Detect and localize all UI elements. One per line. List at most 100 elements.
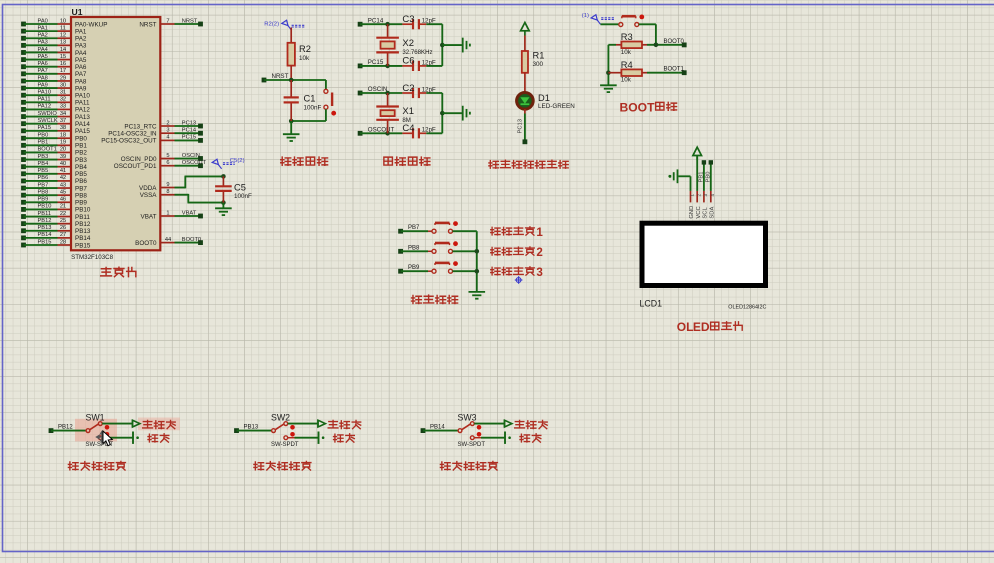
svg-text:38: 38 xyxy=(60,125,66,131)
svg-text:100nF: 100nF xyxy=(234,193,252,200)
svg-text:PB8: PB8 xyxy=(75,192,87,199)
svg-text:R2: R2 xyxy=(299,44,311,54)
svg-text:PB0: PB0 xyxy=(75,136,87,143)
svg-text:E: E xyxy=(693,320,701,334)
svg-text:25: 25 xyxy=(60,218,66,224)
svg-text:R1: R1 xyxy=(533,51,545,61)
svg-text:OSCIN: OSCIN xyxy=(368,86,388,93)
svg-text:PB11: PB11 xyxy=(38,211,52,217)
svg-text:PC15: PC15 xyxy=(182,135,196,141)
svg-text:C4: C4 xyxy=(402,123,414,134)
svg-text:PB4: PB4 xyxy=(75,164,87,171)
svg-text:12pF: 12pF xyxy=(422,18,436,25)
svg-text:14: 14 xyxy=(60,47,66,53)
svg-text:2: 2 xyxy=(696,194,701,197)
svg-text:28: 28 xyxy=(60,239,66,245)
svg-text:16: 16 xyxy=(60,61,66,67)
svg-text:PC14: PC14 xyxy=(182,128,196,134)
svg-text:10k: 10k xyxy=(621,77,632,84)
svg-text:LCD1: LCD1 xyxy=(640,299,663,309)
svg-text:PA8: PA8 xyxy=(75,78,87,85)
svg-text:34: 34 xyxy=(60,111,66,117)
svg-text:44: 44 xyxy=(165,237,171,243)
svg-text:PA12: PA12 xyxy=(38,104,52,110)
svg-text:C1: C1 xyxy=(304,94,316,104)
svg-text:D1: D1 xyxy=(538,93,550,103)
svg-text:PB15: PB15 xyxy=(75,242,91,249)
svg-text:PA10: PA10 xyxy=(38,90,52,96)
svg-text:41: 41 xyxy=(60,168,66,174)
svg-text:9: 9 xyxy=(166,182,169,188)
svg-text:46: 46 xyxy=(60,197,66,203)
svg-text:PA3: PA3 xyxy=(38,40,48,46)
svg-text:26: 26 xyxy=(60,225,66,231)
svg-text:VBAT: VBAT xyxy=(141,213,157,220)
svg-text:1: 1 xyxy=(166,210,169,216)
svg-text:BOOT0: BOOT0 xyxy=(664,39,685,45)
svg-text:PA6: PA6 xyxy=(38,61,48,67)
svg-text:C5(2): C5(2) xyxy=(230,158,245,164)
svg-text:U1: U1 xyxy=(72,7,83,17)
svg-text:OSCIN_PD0: OSCIN_PD0 xyxy=(121,156,157,163)
svg-text:PA0: PA0 xyxy=(38,18,48,24)
svg-text:VSSA: VSSA xyxy=(140,192,158,199)
svg-text:OLED12864I2C: OLED12864I2C xyxy=(728,304,766,310)
svg-text:(1): (1) xyxy=(582,13,589,19)
svg-text:PB9: PB9 xyxy=(75,200,87,207)
svg-text:PC13: PC13 xyxy=(518,119,524,134)
svg-text:PB12: PB12 xyxy=(58,424,73,430)
svg-text:VDDA: VDDA xyxy=(139,185,157,192)
svg-text:27: 27 xyxy=(60,232,66,238)
svg-text:PC15: PC15 xyxy=(368,59,384,66)
svg-text:PB6: PB6 xyxy=(38,175,49,181)
svg-text:2: 2 xyxy=(536,246,542,259)
svg-text:32: 32 xyxy=(60,97,66,103)
svg-text:PB10: PB10 xyxy=(75,207,91,214)
svg-text:PA4: PA4 xyxy=(75,50,87,57)
svg-text:37: 37 xyxy=(60,118,66,124)
svg-text:PB8: PB8 xyxy=(408,245,420,251)
svg-text:18: 18 xyxy=(60,133,66,139)
svg-text:PC15-OSC32_OUT: PC15-OSC32_OUT xyxy=(101,138,156,145)
svg-text:29: 29 xyxy=(60,75,66,81)
svg-text:PA10: PA10 xyxy=(75,93,90,100)
svg-text:PB1: PB1 xyxy=(75,143,87,150)
svg-text:PB4: PB4 xyxy=(38,161,49,167)
svg-text:PC13: PC13 xyxy=(182,120,196,126)
svg-text:22: 22 xyxy=(60,211,66,217)
svg-text:45: 45 xyxy=(60,189,66,195)
svg-text:O: O xyxy=(628,100,637,114)
svg-text:BOOT1: BOOT1 xyxy=(664,67,685,73)
svg-text:PA13: PA13 xyxy=(75,114,90,121)
svg-text:R4: R4 xyxy=(621,60,633,70)
svg-text:17: 17 xyxy=(60,68,66,74)
svg-text:33: 33 xyxy=(60,104,66,110)
svg-text:39: 39 xyxy=(60,154,66,160)
svg-text:STM32F103C8: STM32F103C8 xyxy=(71,254,114,261)
svg-text:PA6: PA6 xyxy=(75,64,87,71)
svg-text:NRST: NRST xyxy=(272,73,289,80)
svg-text:BOOT0: BOOT0 xyxy=(135,240,157,247)
svg-text:1: 1 xyxy=(690,194,695,197)
svg-text:X1: X1 xyxy=(402,106,414,117)
svg-text:PA12: PA12 xyxy=(75,107,90,114)
svg-text:SW3: SW3 xyxy=(458,413,477,423)
svg-text:PA2: PA2 xyxy=(38,33,48,39)
svg-text:PB3: PB3 xyxy=(75,157,87,164)
svg-text:C2: C2 xyxy=(402,83,414,94)
svg-text:OSCIN: OSCIN xyxy=(182,153,200,159)
svg-text:SWDIO: SWDIO xyxy=(38,111,58,117)
svg-text:O: O xyxy=(677,320,686,334)
svg-text:BOOT1: BOOT1 xyxy=(38,147,57,153)
svg-text:PB12: PB12 xyxy=(38,218,52,224)
svg-text:4: 4 xyxy=(710,194,715,197)
svg-text:PA11: PA11 xyxy=(38,97,51,103)
svg-text:10k: 10k xyxy=(621,49,632,56)
svg-text:PA2: PA2 xyxy=(75,36,87,43)
svg-text:C5: C5 xyxy=(234,183,246,193)
svg-text:100nF: 100nF xyxy=(304,104,322,111)
svg-text:PB0: PB0 xyxy=(706,172,712,183)
svg-text:SWCLK: SWCLK xyxy=(38,118,58,124)
svg-text:PA15: PA15 xyxy=(75,128,90,135)
svg-text:R2(2): R2(2) xyxy=(264,21,279,27)
